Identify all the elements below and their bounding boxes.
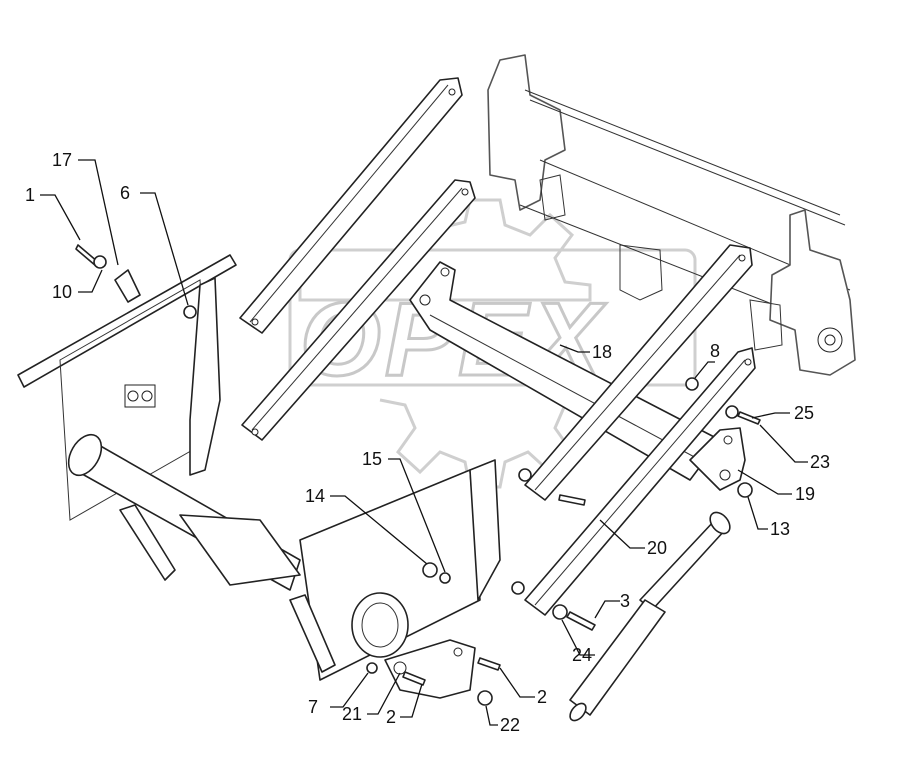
- rail-middle-left: [241, 179, 476, 441]
- callout-1: 1: [25, 185, 35, 205]
- callout-7: 7: [308, 697, 318, 717]
- callout-21: 21: [342, 704, 362, 724]
- nut-14: [422, 562, 438, 578]
- rail-20: [524, 347, 756, 616]
- callout-13: 13: [770, 519, 790, 539]
- nut-6: [183, 305, 197, 319]
- callout-14: 14: [305, 486, 325, 506]
- nut-8: [685, 377, 699, 391]
- callout-19: 19: [795, 484, 815, 504]
- callout-24: 24: [572, 645, 592, 665]
- callout-3: 3: [620, 591, 630, 611]
- callout-15: 15: [362, 449, 382, 469]
- washer-24: [552, 604, 568, 620]
- callout-25: 25: [794, 403, 814, 423]
- callout-10: 10: [52, 282, 72, 302]
- rail-upper-right: [524, 244, 753, 501]
- callouts: 1 17 6 10 18 8 25 23 15 14 19 13 20 3 24…: [25, 150, 830, 735]
- callout-2-right: 2: [537, 687, 547, 707]
- lower-bracket: [384, 639, 476, 699]
- nut-left-20: [511, 581, 525, 595]
- nut-7: [366, 662, 378, 674]
- nut-22: [477, 690, 493, 706]
- callout-18: 18: [592, 342, 612, 362]
- nut-top: [518, 468, 532, 482]
- washer-10: [93, 255, 107, 269]
- nut-15: [439, 572, 451, 584]
- callout-6: 6: [120, 183, 130, 203]
- callout-2-lower: 2: [386, 707, 396, 727]
- gas-strut: [569, 511, 731, 722]
- washer-25: [725, 405, 739, 419]
- callout-8: 8: [710, 341, 720, 361]
- bracket-19: [689, 427, 746, 491]
- rear-frame: [487, 54, 856, 376]
- callout-17: 17: [52, 150, 72, 170]
- callout-23: 23: [810, 452, 830, 472]
- callout-20: 20: [647, 538, 667, 558]
- rail-upper-left: [239, 77, 463, 334]
- crossbar-18: [409, 261, 721, 481]
- leader-lines: [40, 159, 808, 726]
- small-bracket-17: [114, 269, 141, 303]
- nut-13: [737, 482, 753, 498]
- callout-22: 22: [500, 715, 520, 735]
- fasteners: [75, 244, 761, 706]
